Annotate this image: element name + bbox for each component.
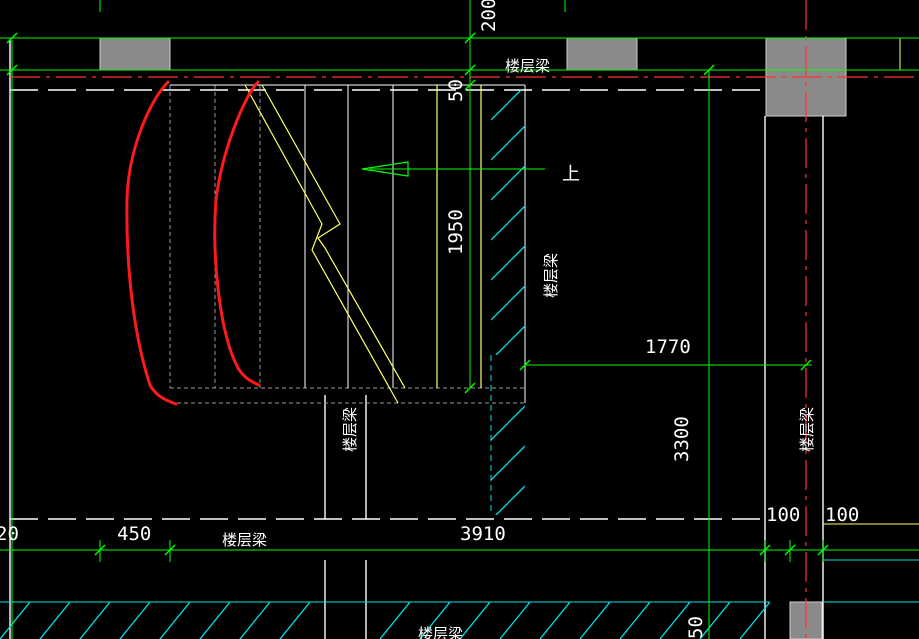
dim-50-bottom: 50: [685, 616, 707, 639]
break-line-outer: [261, 84, 406, 389]
dim-50: 50: [445, 79, 467, 102]
label-beam-center-vertical: 楼层梁: [341, 407, 359, 452]
label-beam-top: 楼层梁: [505, 57, 550, 75]
dim-3910: 3910: [460, 523, 506, 545]
dim-1950: 1950: [445, 209, 467, 255]
beam-lines: [9, 40, 824, 639]
dimension-ticks: [6, 32, 829, 556]
dim-100-right: 100: [825, 504, 859, 526]
red-markup: [125, 80, 261, 406]
column-top-middle: [566, 37, 638, 71]
hatch-bottom: [0, 601, 770, 639]
up-arrow-icon: [361, 161, 409, 177]
dim-1770: 1770: [645, 336, 691, 358]
dim-450: 450: [117, 523, 151, 545]
dim-100-left: 100: [766, 504, 800, 526]
hatch-wall-top: [491, 90, 525, 355]
label-beam-bottom: 楼层梁: [222, 531, 267, 549]
label-beam-bottom-edge: 楼层梁: [418, 625, 463, 639]
column-top-left: [99, 37, 171, 71]
label-beam-right-column: 楼层梁: [798, 407, 816, 452]
label-up: 上: [562, 164, 580, 185]
dim-edge-left: 20: [0, 523, 19, 545]
stair-yellow: [244, 84, 482, 404]
break-line-inner: [244, 84, 399, 404]
markup-curve-left: [125, 80, 178, 406]
stair-lines: [170, 84, 526, 403]
dim-3300: 3300: [671, 416, 693, 462]
columns: [99, 37, 847, 639]
dim-top-200: 200: [478, 0, 500, 32]
hatch-wall-right: [491, 405, 525, 515]
label-beam-right-vertical: 楼层梁: [542, 253, 560, 298]
markup-curve-right: [213, 80, 261, 387]
